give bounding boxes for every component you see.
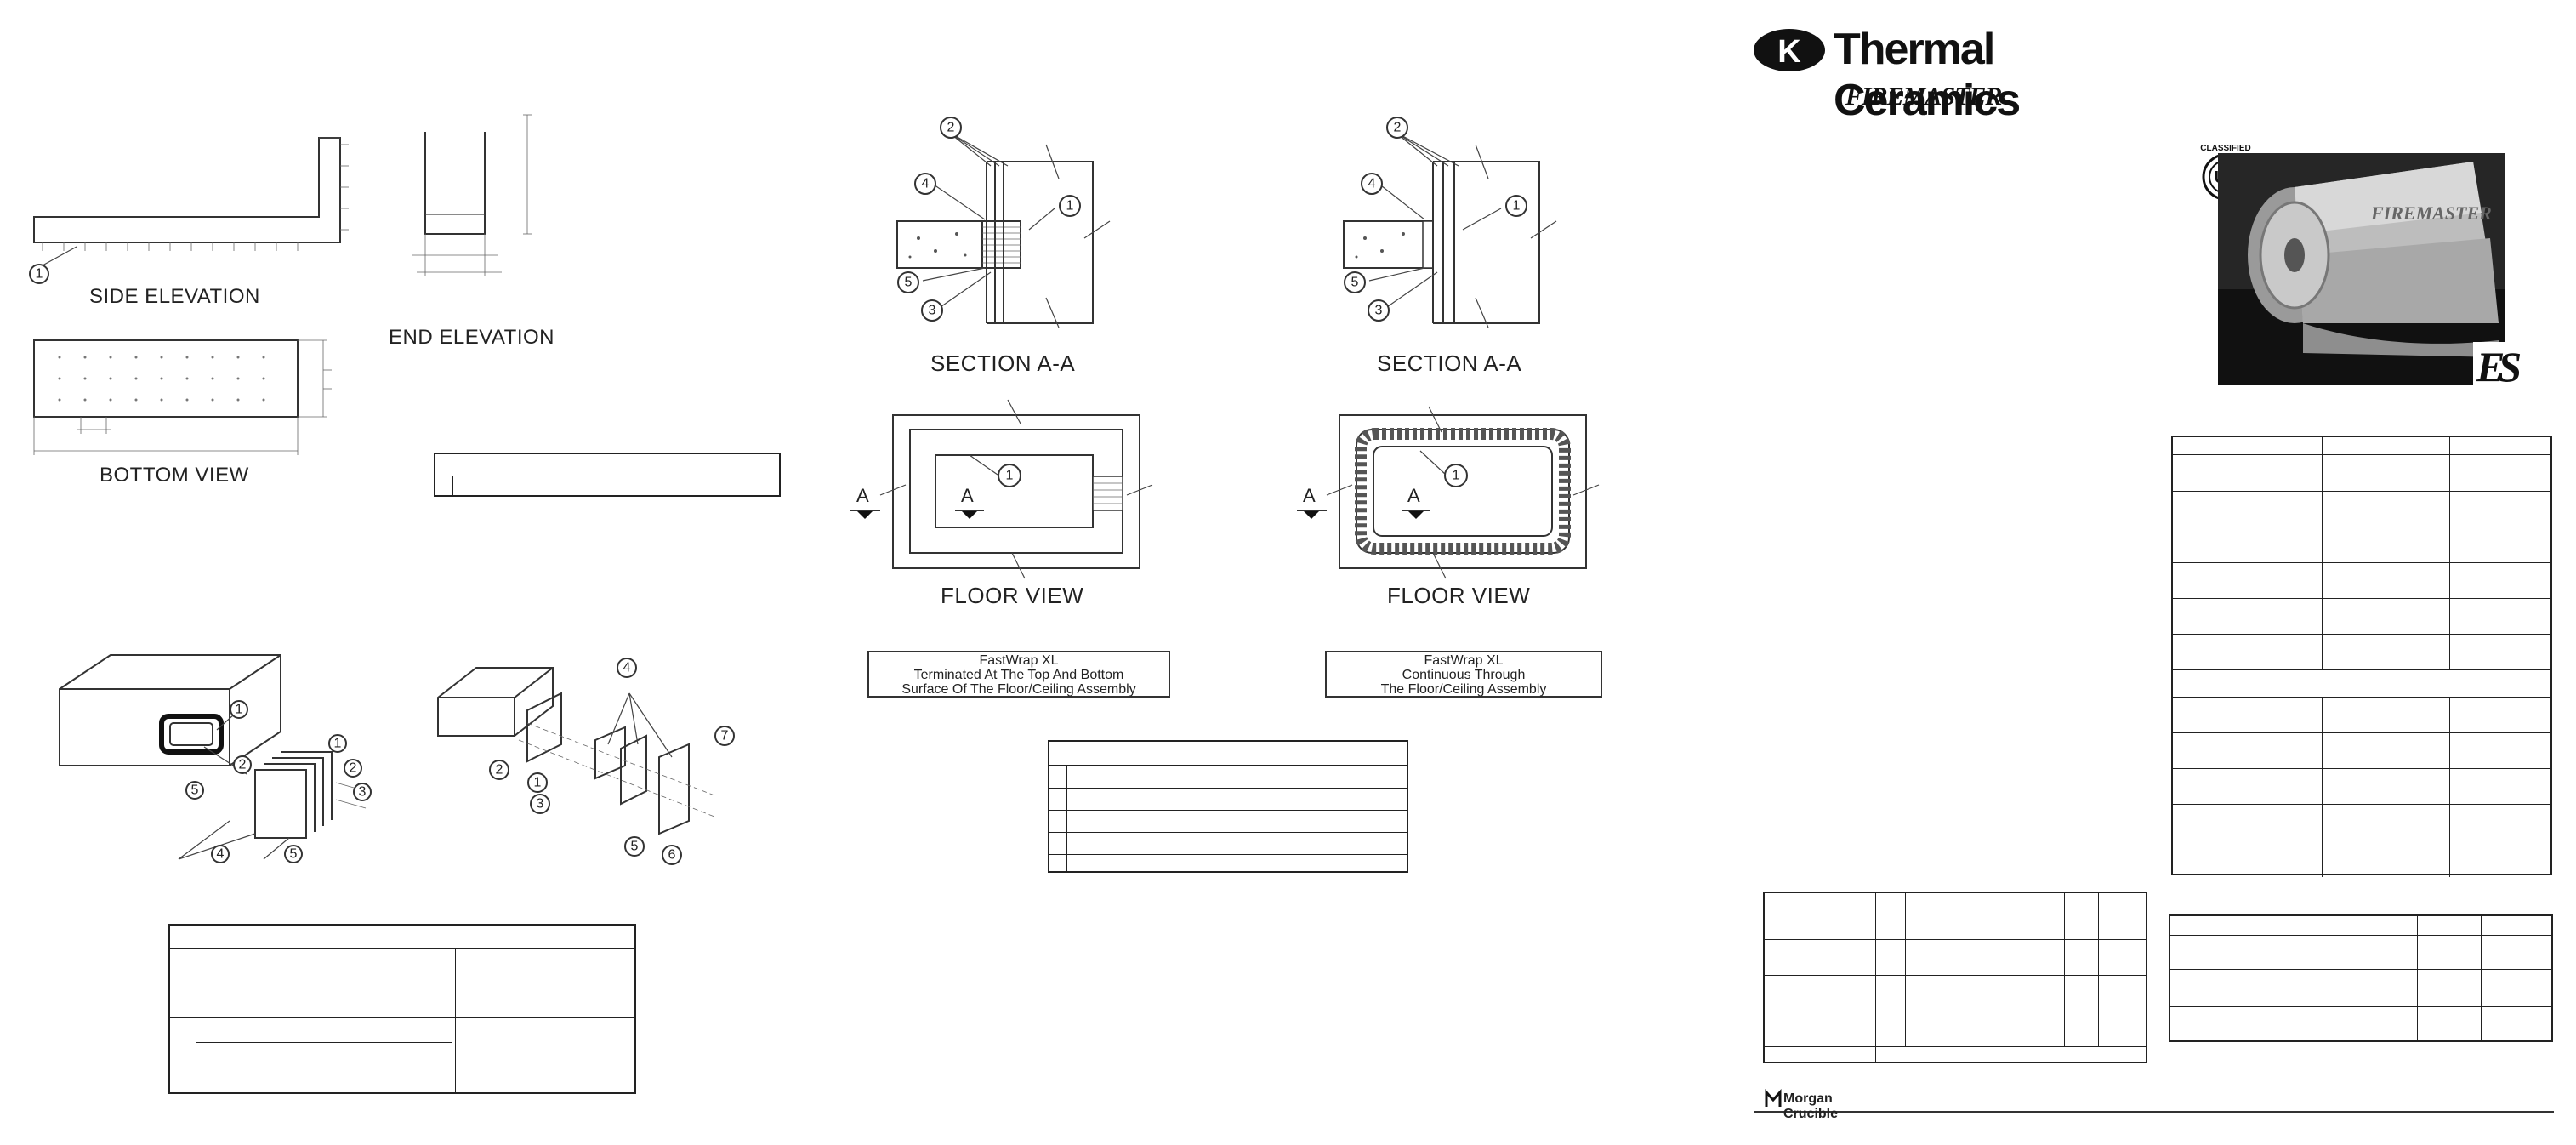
svg-text:4: 4 — [1368, 177, 1376, 191]
svg-text:2: 2 — [239, 758, 247, 772]
footer-company: Morgan Crucible — [1783, 1091, 1839, 1121]
svg-text:1: 1 — [334, 737, 342, 751]
callout-6: 6 — [662, 845, 682, 865]
callout-1: 1 — [1444, 464, 1468, 487]
callout-4: 4 — [617, 658, 637, 678]
callout-3: 3 — [353, 783, 372, 801]
product-photo: FIREMASTER — [2218, 153, 2505, 385]
callout-4: 4 — [1361, 173, 1383, 195]
svg-text:1: 1 — [1006, 469, 1014, 483]
end-elevation-drawing — [412, 114, 532, 276]
section-marker-a-left-2: A — [1303, 485, 1316, 506]
side-elevation-label: SIDE ELEVATION — [89, 285, 260, 308]
callout-3: 3 — [921, 299, 943, 322]
callout-2: 2 — [940, 117, 962, 139]
section-marker-a-inner-2: A — [1407, 485, 1420, 506]
svg-text:5: 5 — [191, 783, 199, 798]
callout-2: 2 — [233, 755, 252, 774]
callout-1: 1 — [1059, 195, 1081, 217]
svg-text:CLASSIFIED: CLASSIFIED — [2200, 144, 2250, 153]
floor-view-drawing-1 — [850, 399, 1153, 579]
svg-text:4: 4 — [623, 661, 631, 675]
floor-view-drawing-2 — [1297, 406, 1600, 579]
svg-text:1: 1 — [36, 267, 43, 282]
svg-text:2: 2 — [947, 121, 955, 135]
end-elevation-label: END ELEVATION — [389, 326, 554, 349]
side-elevation-drawing — [33, 137, 349, 266]
property-table — [2171, 436, 2552, 877]
callout-7: 7 — [714, 726, 735, 746]
k-logo-icon: K — [1754, 29, 1825, 71]
section-a-a-title-2: SECTION A-A — [1377, 350, 1522, 376]
company-name: Thermal Ceramics — [1834, 25, 2021, 125]
fastwrap-note-continuous: FastWrap XL Continuous Through The Floor… — [1325, 651, 1602, 698]
svg-text:2: 2 — [496, 763, 503, 778]
svg-text:4: 4 — [217, 847, 225, 862]
test-table-lower-left — [1763, 892, 2147, 1063]
svg-text:1: 1 — [534, 776, 542, 790]
callout-1: 1 — [230, 700, 248, 719]
svg-text:5: 5 — [905, 276, 913, 290]
test-table-lower-right — [2169, 914, 2553, 1042]
exploded-duct-assembly-drawing — [437, 667, 715, 835]
svg-text:5: 5 — [1351, 276, 1359, 290]
foil-roll-image: FIREMASTER — [2218, 153, 2505, 385]
footer-rule — [1754, 1111, 2554, 1113]
svg-text:1: 1 — [236, 703, 243, 717]
es-mark: ES — [2473, 342, 2522, 391]
spec-table-center — [1048, 740, 1408, 873]
svg-text:1: 1 — [1066, 199, 1074, 214]
info-table-small — [434, 453, 781, 497]
callout-5: 5 — [624, 836, 645, 857]
svg-text:4: 4 — [922, 177, 930, 191]
svg-text:3: 3 — [359, 785, 367, 800]
svg-text:1: 1 — [1513, 199, 1521, 214]
callout-5: 5 — [185, 781, 204, 800]
section-a-a-drawing-1 — [896, 131, 1111, 328]
product-brand: FIREMASTER — [1845, 83, 2002, 111]
callout-2: 2 — [1386, 117, 1408, 139]
bottom-view-label: BOTTOM VIEW — [100, 464, 249, 487]
callout-1: 1 — [998, 464, 1021, 487]
callout-3: 3 — [530, 794, 550, 814]
callout-1: 1 — [527, 772, 548, 793]
svg-text:5: 5 — [290, 847, 298, 862]
callout-5: 5 — [897, 271, 919, 293]
callout-1: 1 — [328, 734, 347, 753]
morgan-crucible-icon — [1765, 1089, 1782, 1107]
isometric-duct-wrap-drawing — [59, 654, 367, 860]
section-marker-a-left: A — [856, 485, 869, 506]
floor-view-title-1: FLOOR VIEW — [941, 583, 1084, 608]
callout-5: 5 — [1344, 271, 1366, 293]
svg-text:FIREMASTER: FIREMASTER — [2370, 202, 2492, 224]
svg-text:3: 3 — [537, 797, 544, 812]
svg-text:7: 7 — [721, 729, 729, 743]
callout-4: 4 — [914, 173, 936, 195]
callout-2: 2 — [344, 759, 362, 778]
callout-3: 3 — [1368, 299, 1390, 322]
svg-text:6: 6 — [668, 848, 676, 863]
callout-1: 1 — [29, 264, 49, 284]
bottom-view-drawing — [33, 339, 332, 455]
svg-text:5: 5 — [631, 840, 639, 854]
svg-text:3: 3 — [1375, 304, 1383, 318]
svg-text:2: 2 — [1394, 121, 1402, 135]
callout-1: 1 — [1505, 195, 1527, 217]
fastwrap-note-terminated: FastWrap XL Terminated At The Top And Bo… — [867, 651, 1170, 698]
section-a-a-title-1: SECTION A-A — [930, 350, 1076, 376]
svg-text:3: 3 — [929, 304, 936, 318]
svg-text:1: 1 — [1453, 469, 1460, 483]
section-marker-a-inner: A — [961, 485, 974, 506]
callout-4: 4 — [211, 845, 230, 863]
callout-5: 5 — [284, 845, 303, 863]
spec-table-left — [168, 924, 636, 1094]
callout-2: 2 — [489, 760, 509, 780]
svg-text:2: 2 — [350, 761, 357, 776]
floor-view-title-2: FLOOR VIEW — [1387, 583, 1531, 608]
section-a-a-drawing-2 — [1343, 131, 1557, 328]
svg-text:K: K — [1777, 34, 1801, 70]
